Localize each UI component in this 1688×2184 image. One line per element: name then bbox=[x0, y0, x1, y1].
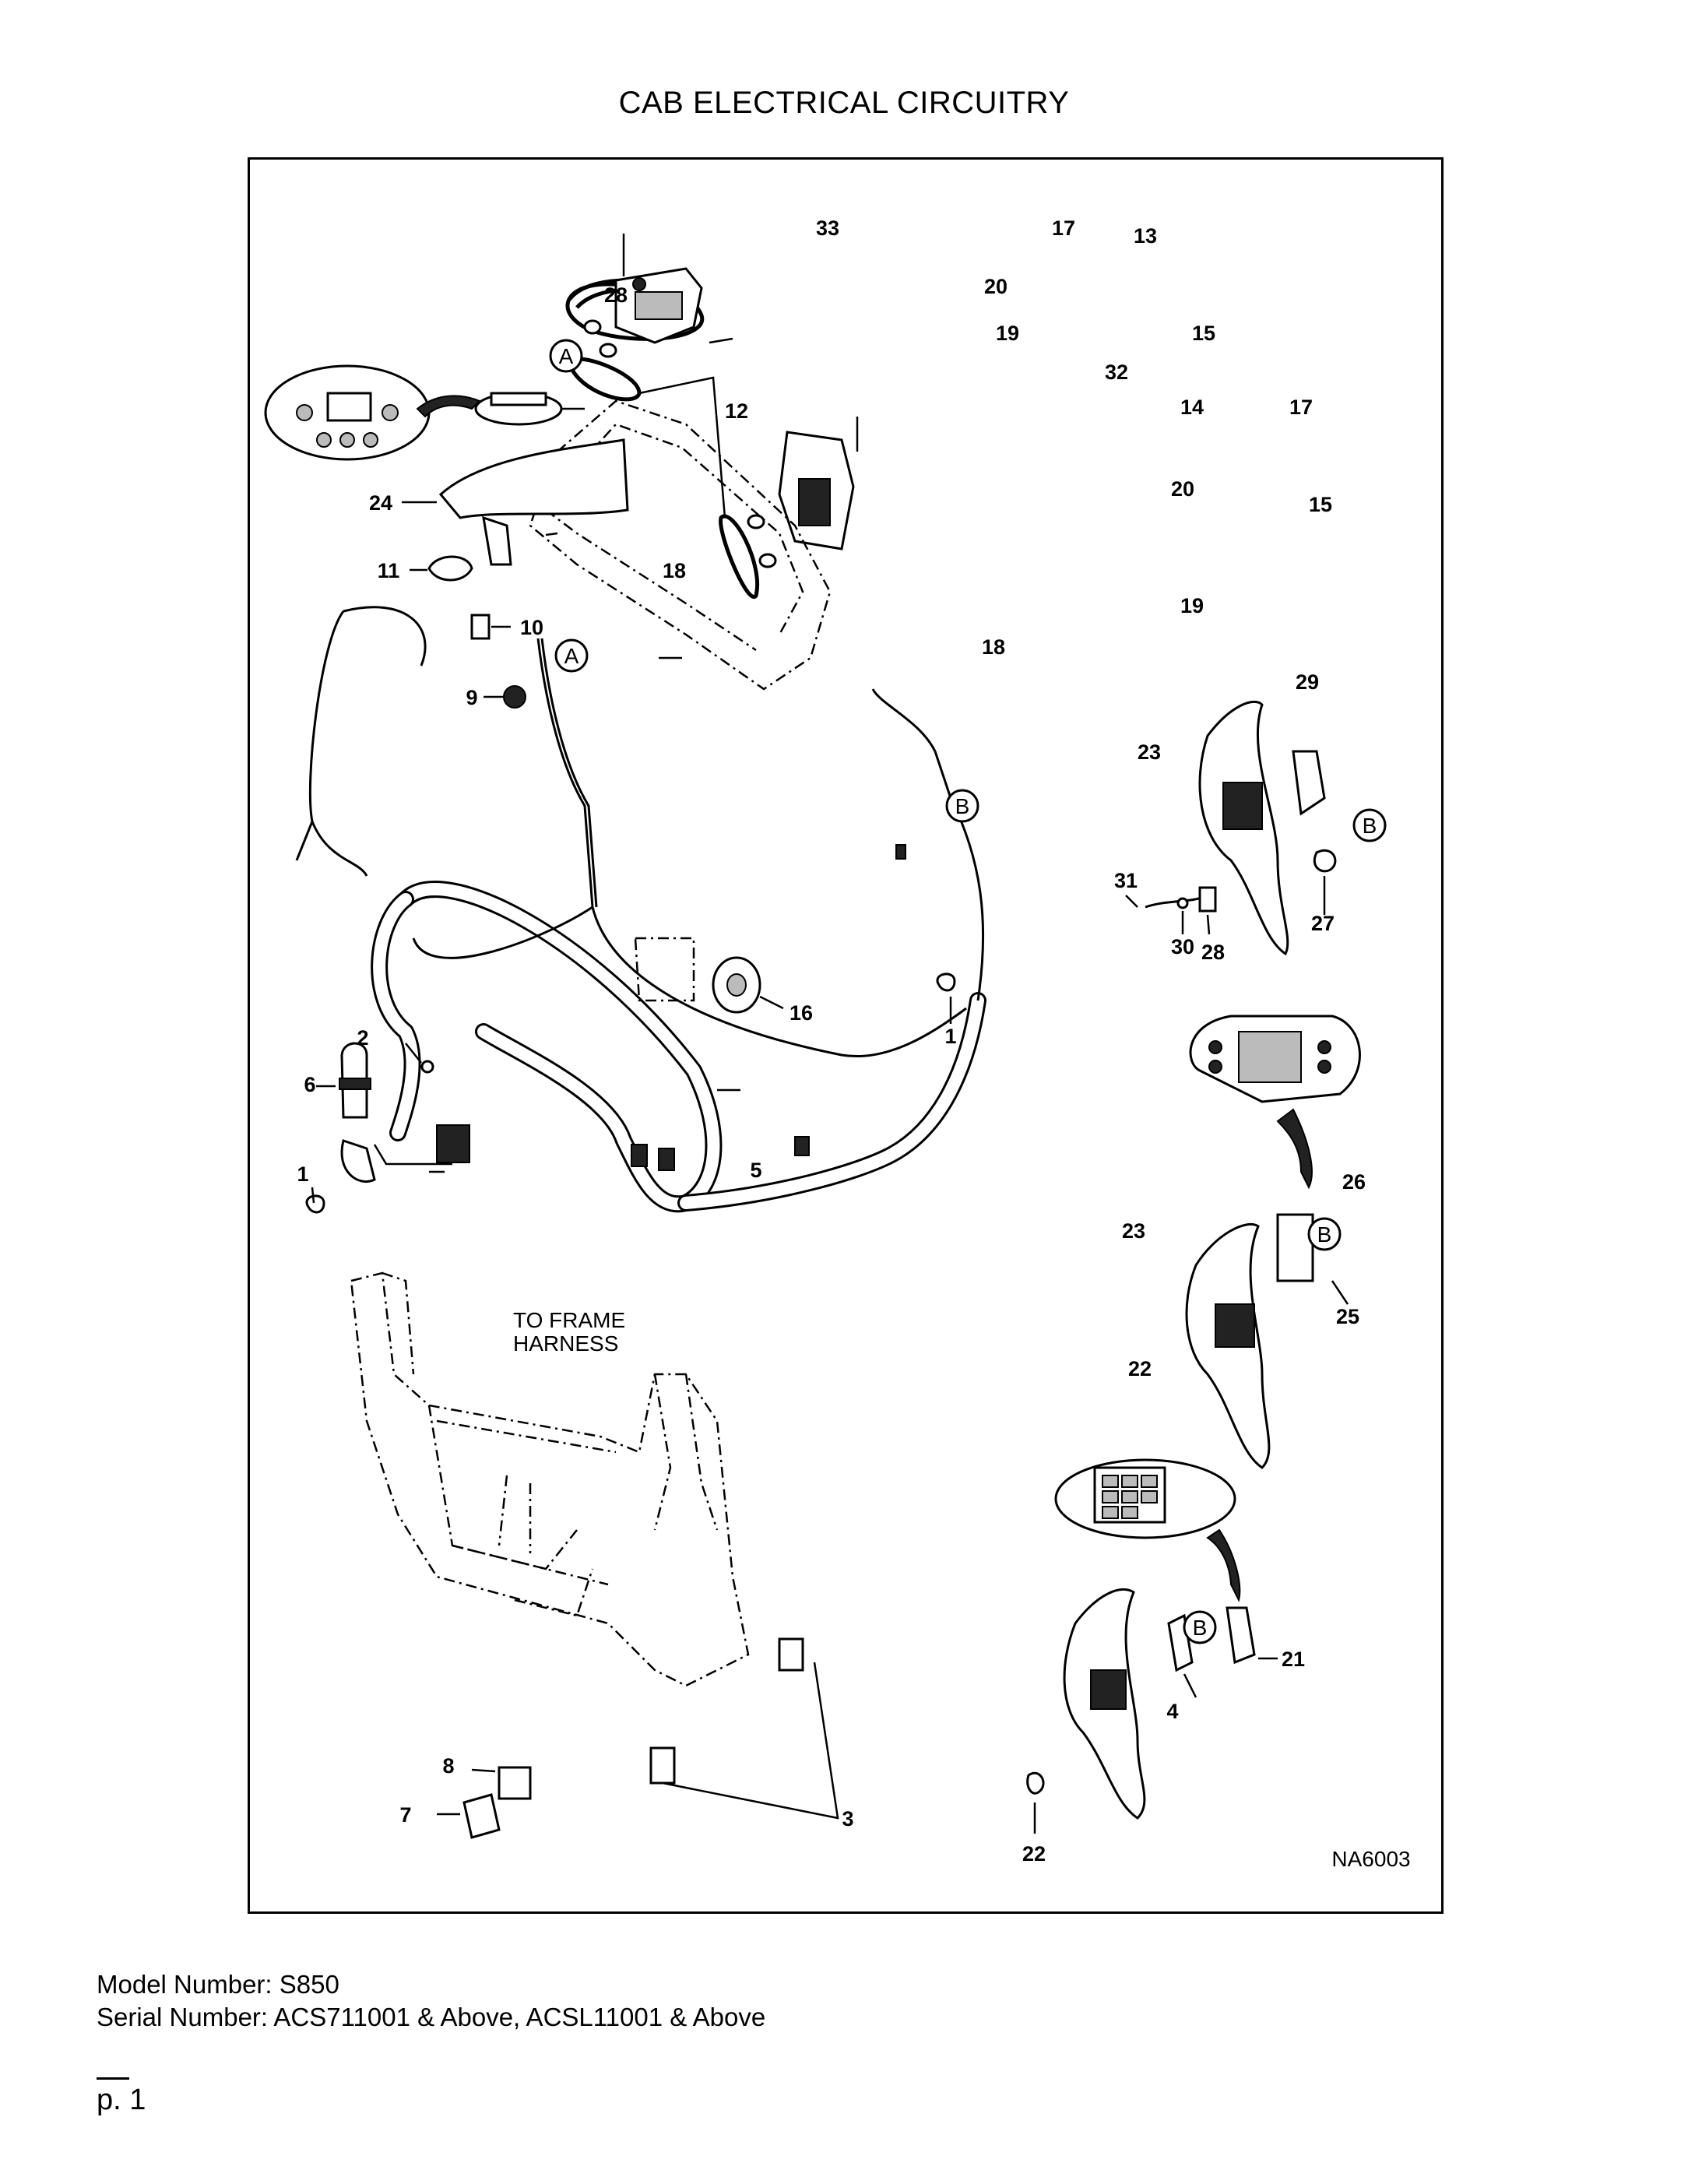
frame-harness-callout-line2: HARNESS bbox=[513, 1331, 618, 1356]
svg-text:B: B bbox=[1363, 814, 1377, 838]
part-label-14: 14 bbox=[1180, 396, 1204, 419]
svg-text:A: A bbox=[559, 344, 574, 368]
page-rule bbox=[97, 2077, 129, 2080]
part-19-grommet bbox=[599, 343, 617, 358]
part-label-19b: 19 bbox=[1180, 594, 1204, 617]
part-13-switch-module bbox=[614, 267, 703, 344]
part-label-11: 11 bbox=[378, 559, 400, 582]
part-label-17b: 17 bbox=[1289, 396, 1313, 419]
part-label-16: 16 bbox=[789, 1001, 813, 1025]
part-label-31: 31 bbox=[1114, 869, 1138, 892]
keypad-control-pod bbox=[1063, 1588, 1146, 1820]
part-label-22b: 22 bbox=[1022, 1842, 1046, 1866]
part-label-23b: 23 bbox=[1122, 1219, 1145, 1243]
part-label-24: 24 bbox=[369, 491, 392, 515]
page-title: CAB ELECTRICAL CIRCUITRY bbox=[618, 86, 1070, 120]
svg-text:A: A bbox=[564, 644, 579, 668]
detail-ref-a-lower: A bbox=[554, 638, 589, 673]
part-16-horn bbox=[634, 937, 761, 1014]
part-label-2: 2 bbox=[357, 1026, 368, 1050]
part-label-29: 29 bbox=[1296, 670, 1319, 694]
part-label-18b: 18 bbox=[982, 635, 1005, 659]
part-label-22a: 22 bbox=[1128, 1357, 1152, 1380]
serial-number: Serial Number: ACS711001 & Above, ACSL11… bbox=[97, 2003, 766, 2031]
part-label-26: 26 bbox=[1342, 1170, 1366, 1194]
frame-harness-callout-line1: TO FRAME bbox=[513, 1308, 625, 1332]
part-label-33: 33 bbox=[816, 216, 839, 240]
detail-ref-b-pod: B bbox=[1352, 808, 1387, 842]
keypad-panel bbox=[1054, 1458, 1241, 1602]
part-label-32: 32 bbox=[1105, 360, 1128, 384]
part-label-1a: 1 bbox=[944, 1025, 956, 1048]
overhead-console bbox=[529, 399, 832, 691]
part-label-12: 12 bbox=[725, 399, 748, 423]
part-label-15a: 15 bbox=[1192, 322, 1215, 345]
model-number: Model Number: S850 bbox=[97, 1970, 339, 1999]
part-label-18a: 18 bbox=[663, 559, 686, 582]
part-label-6: 6 bbox=[304, 1073, 315, 1096]
part-label-10: 10 bbox=[520, 616, 543, 639]
part-label-4: 4 bbox=[1166, 1700, 1178, 1723]
part-23-lower-control-pod bbox=[1185, 1222, 1271, 1469]
detail-ref-b-keypad: B bbox=[1183, 1610, 1217, 1644]
part-5-main-harness bbox=[295, 606, 986, 1213]
part-label-9: 9 bbox=[466, 686, 477, 709]
part-24-dash-panel bbox=[438, 438, 629, 566]
part-label-30: 30 bbox=[1171, 935, 1194, 958]
part-14-switch-module bbox=[778, 431, 855, 550]
part-label-20b: 20 bbox=[1171, 477, 1194, 501]
figure-id: NA6003 bbox=[1331, 1847, 1410, 1871]
part-label-23a: 23 bbox=[1138, 740, 1161, 764]
detail-ref-a-upper: A bbox=[549, 339, 583, 373]
part-20-grommet bbox=[583, 319, 602, 335]
exploded-parts-diagram: A A B B B B 33 17 13 28 20 19 15 32 12 1… bbox=[264, 216, 1411, 1871]
part-label-25: 25 bbox=[1336, 1305, 1359, 1328]
part-label-28a: 28 bbox=[604, 283, 628, 307]
part-12-display-bezel bbox=[264, 364, 563, 461]
parts-diagram-frame: A A B B B B 33 17 13 28 20 19 15 32 12 1… bbox=[248, 157, 1444, 1914]
part-label-19a: 19 bbox=[996, 322, 1019, 345]
part-label-15b: 15 bbox=[1309, 493, 1332, 516]
part-label-21: 21 bbox=[1282, 1648, 1305, 1671]
part-label-20a: 20 bbox=[984, 275, 1008, 298]
part-label-28b: 28 bbox=[1201, 941, 1225, 964]
svg-text:B: B bbox=[1317, 1222, 1332, 1247]
part-label-1b: 1 bbox=[297, 1162, 308, 1186]
part-label-3: 3 bbox=[842, 1807, 853, 1831]
part-label-7: 7 bbox=[399, 1803, 411, 1827]
part-label-27: 27 bbox=[1311, 912, 1335, 935]
svg-text:B: B bbox=[955, 794, 970, 818]
part-label-13: 13 bbox=[1134, 224, 1157, 248]
page-number: p. 1 bbox=[97, 2084, 146, 2116]
cab-frame bbox=[350, 1271, 750, 1687]
svg-text:B: B bbox=[1193, 1616, 1208, 1640]
part-label-8: 8 bbox=[442, 1754, 454, 1778]
detail-ref-b-display: B bbox=[1307, 1217, 1342, 1251]
detail-ref-b-harness: B bbox=[945, 789, 979, 823]
part-26-display-panel bbox=[1189, 1015, 1361, 1190]
part-label-5: 5 bbox=[750, 1159, 761, 1182]
part-23-upper-control-pod bbox=[1198, 700, 1289, 956]
part-label-17a: 17 bbox=[1052, 216, 1075, 240]
